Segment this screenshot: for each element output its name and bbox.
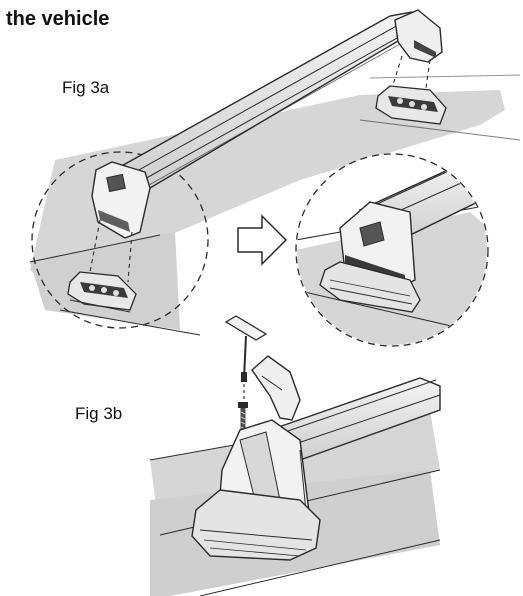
- zoom-detail-3a: [295, 153, 489, 347]
- left-foot-pad: [67, 271, 137, 313]
- right-arrow-icon: [237, 214, 288, 266]
- section-heading: the vehicle: [6, 8, 110, 30]
- foot-assembly-3b: [191, 355, 321, 561]
- fig-3a-illustration: [29, 9, 521, 347]
- right-foot-pad: [375, 85, 447, 125]
- fig-3b-illustration: [149, 315, 441, 596]
- fig-3a-label: Fig 3a: [62, 78, 110, 97]
- t-handle-key-icon: [224, 315, 268, 382]
- detail-circle-left: [31, 151, 209, 329]
- fig-3b-label: Fig 3b: [75, 404, 123, 423]
